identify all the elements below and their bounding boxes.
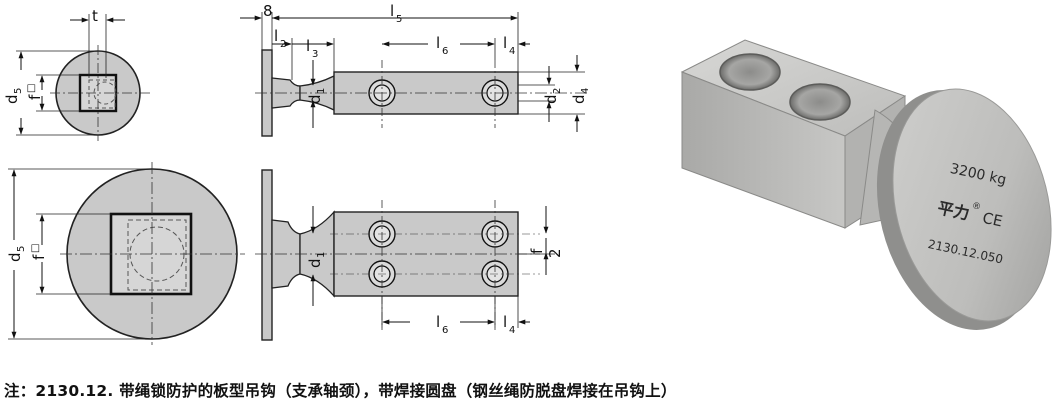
dim-d4-sub: 4 [580,88,591,94]
dim-l6-sub-2: 6 [442,325,448,336]
dim-l5-label: l [390,2,394,20]
dim-l3-sub: 3 [312,49,318,60]
dim-d5-sub: 5 [13,88,24,94]
dim-f-half-num: f [528,248,546,254]
dim-l2-sub: 2 [280,39,286,50]
dim-l6-label: l [436,34,440,52]
dim-d5-label: d [3,94,21,104]
dim-f-square: □ [26,84,37,93]
dim-l3-label: l [306,37,310,55]
dim-l2-label: l [274,27,278,45]
dim-d4-label: d [570,94,588,104]
dim-l4-label: l [503,34,507,52]
end-view-top: t d 5 f □ [3,7,150,141]
dim-d2-sub: 2 [552,88,563,94]
engraving-ce: CE [981,209,1004,231]
dim-l5-sub: 5 [396,14,402,25]
dim-l4-label-2: l [503,313,507,331]
dim-f-half-den: 2 [546,248,564,258]
end-view-bottom: d 5 f □ [6,162,245,345]
dim-t-label: t [92,7,98,25]
technical-drawing: t d 5 f □ d 5 [3,2,591,345]
dim-d2-label: d [542,94,560,104]
hook-body [680,39,926,229]
side-view-bottom: d 1 f 2 l 6 l 4 [255,169,564,341]
dim-d1-label-2: d [306,258,324,268]
dim-l4-sub-2: 4 [509,325,515,336]
round-disc: 3200 kg 平力 ® CE 2130.12.050 [876,88,1052,330]
product-photo: 3200 kg 平力 ® CE 2130.12.050 [680,39,1052,330]
dim-d1-sub: 1 [316,88,327,94]
engraving-reg: ® [971,201,982,213]
dim-8-label: 8 [263,2,273,20]
dim-l6-sub: 6 [442,46,448,57]
caption-note: 注：2130.12. 带绳锁防护的板型吊钩（支承轴颈），带焊接圆盘（钢丝绳防脱盘… [4,382,677,400]
dim-d1-label: d [306,94,324,104]
dim-d1-sub-2: 1 [316,252,327,258]
side-view-top: 8 l 5 l 2 l 3 l 6 l 4 d 1 [240,2,591,137]
dim-f-label-2: f [30,254,48,260]
dim-f-label: f [26,94,44,100]
dim-d5-label-2: d [6,252,24,262]
dim-l6-label-2: l [436,313,440,331]
dim-l4-sub: 4 [509,46,515,57]
dim-d5-sub-2: 5 [16,246,27,252]
dim-f-square-2: □ [30,244,41,253]
